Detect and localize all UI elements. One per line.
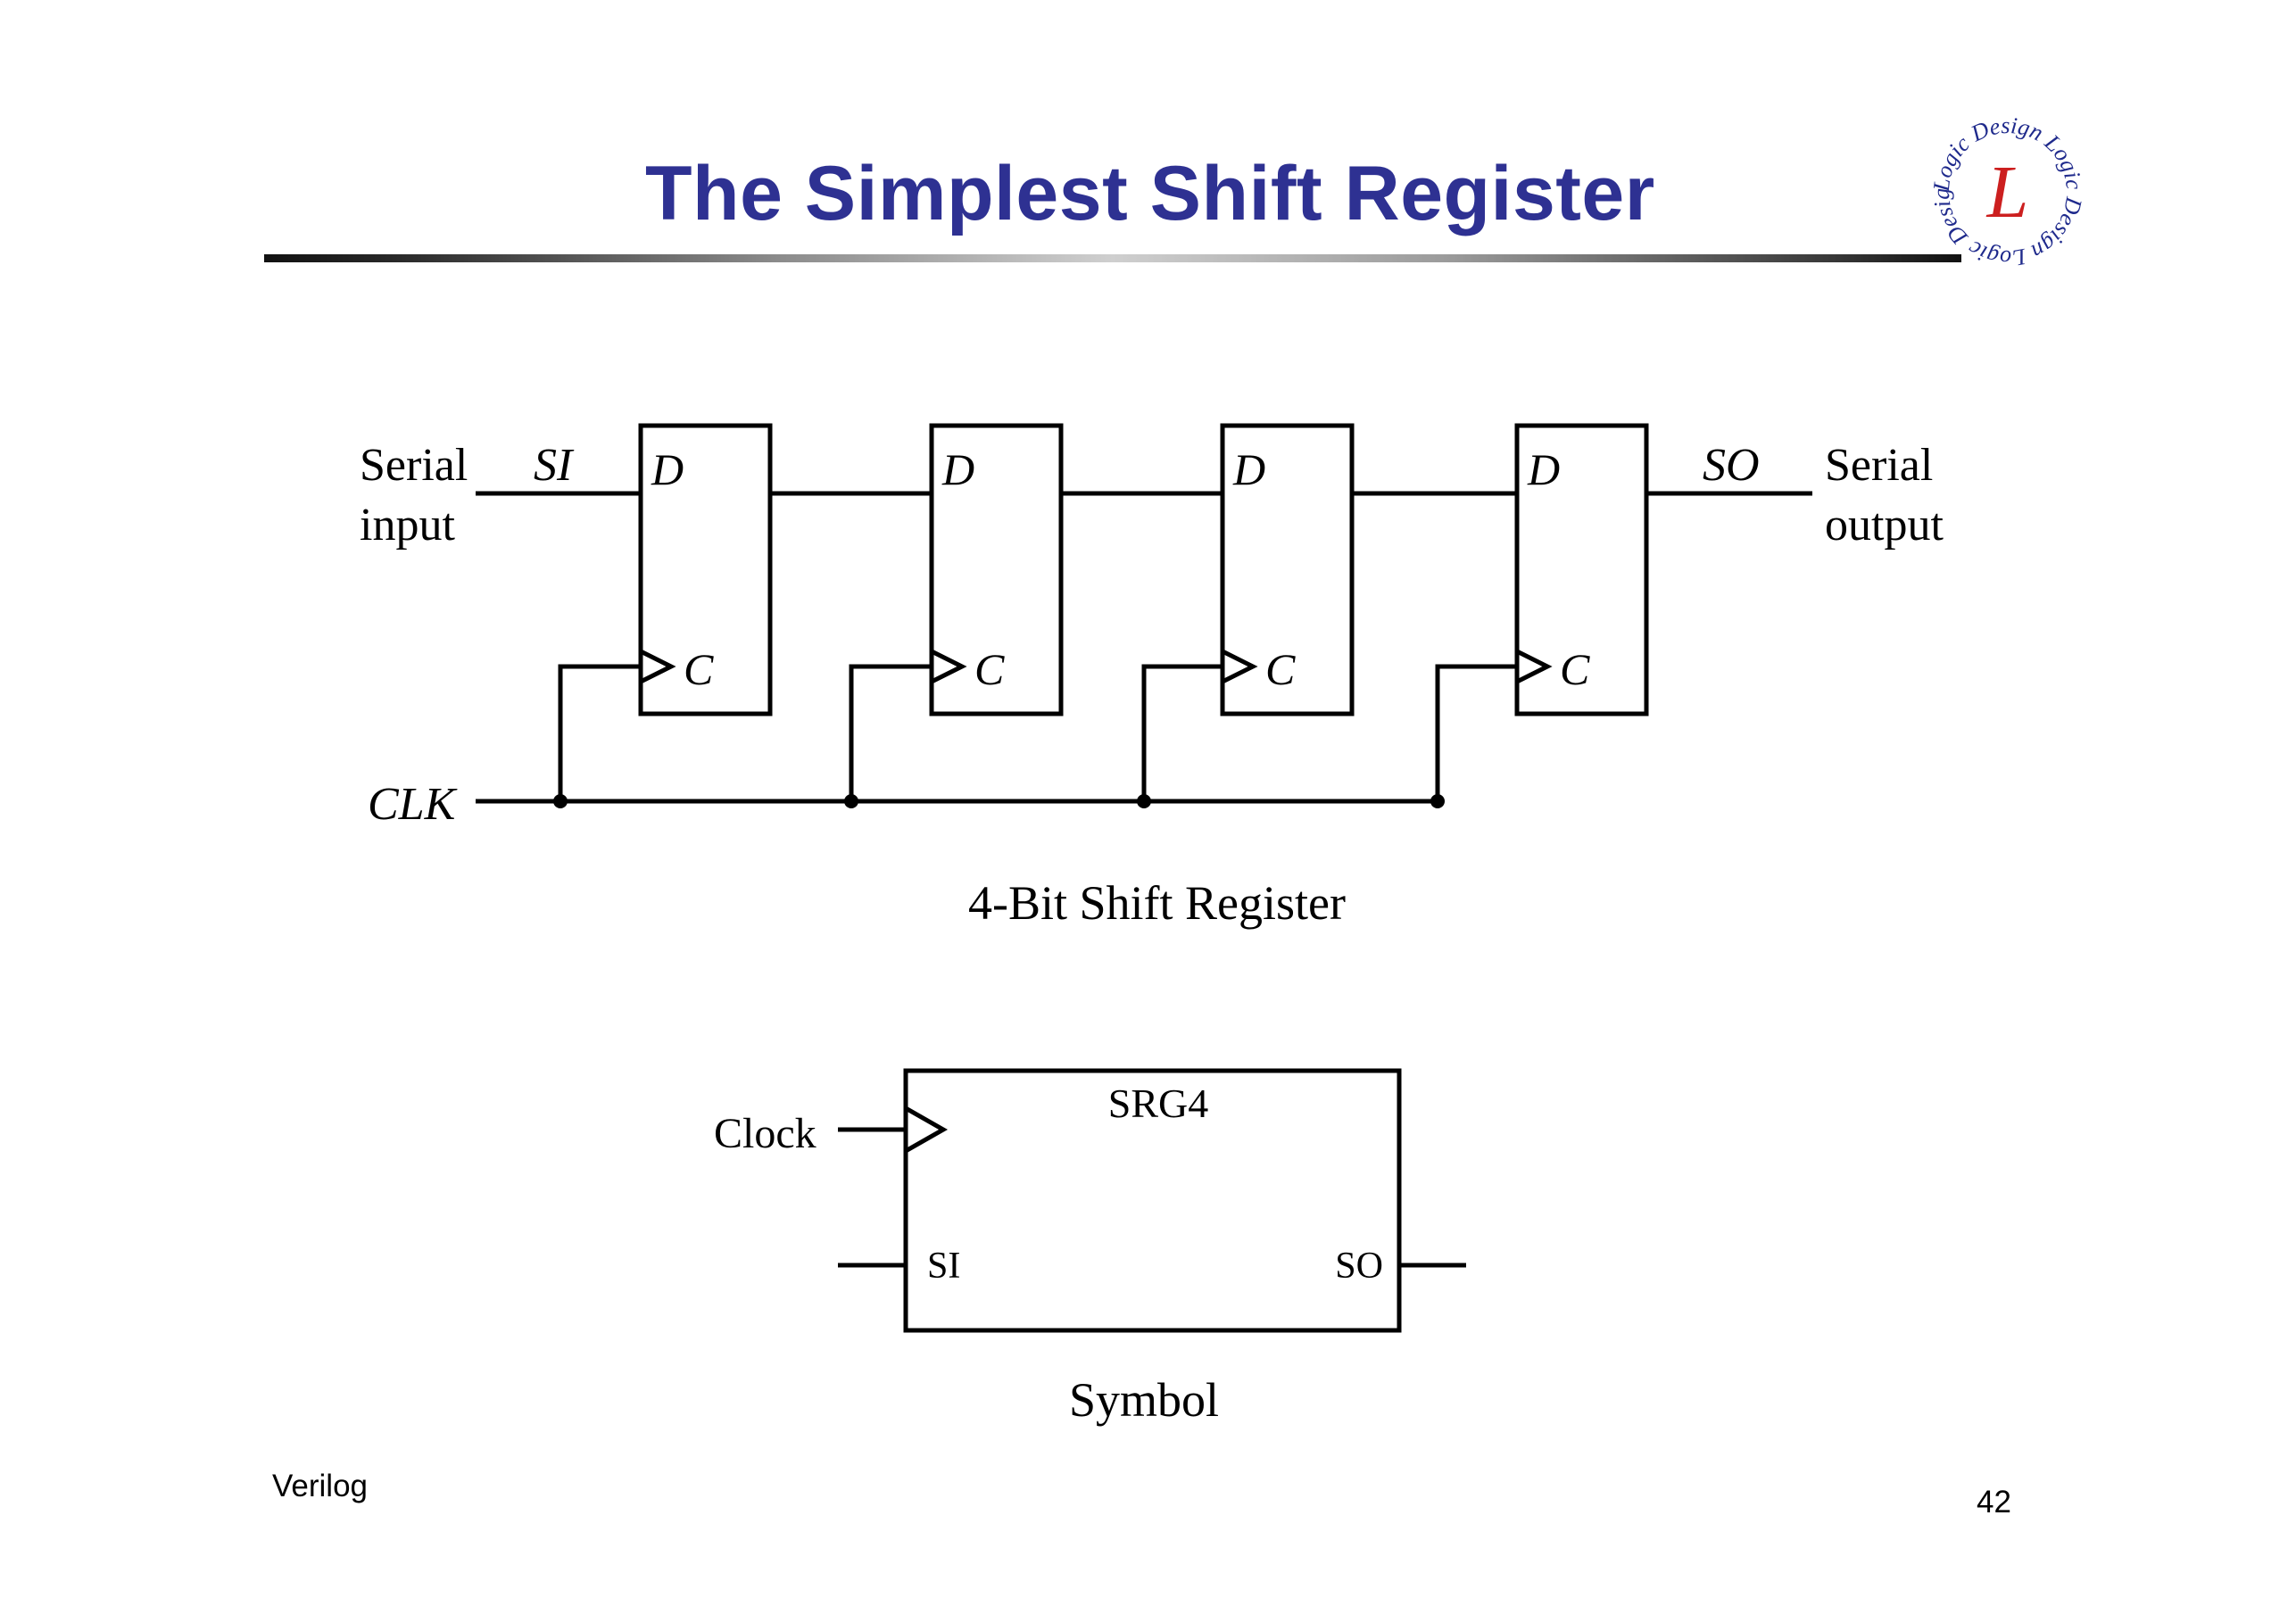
serial-output-label-line1: Serial: [1825, 440, 1933, 491]
junction-dot: [553, 794, 568, 808]
clock-edge-icon: [930, 649, 967, 684]
symbol-name: SRG4: [1108, 1081, 1208, 1126]
flip-flop-4: [1514, 423, 1649, 716]
junction-dot: [844, 794, 858, 808]
ff2-d-label: D: [941, 444, 974, 494]
clock-edge-icon: [1221, 649, 1258, 684]
serial-output-label-line2: output: [1825, 500, 1944, 551]
slide-title-text: The Simplest Shift Register: [645, 151, 1655, 236]
logic-design-logo-icon: Logic Design Logic Design Logic Design L: [1927, 112, 2087, 271]
logo-letter: L: [1986, 151, 2029, 234]
clock-edge-icon: [639, 649, 676, 684]
clock-tap-2: [849, 664, 932, 801]
flip-flop-2: [929, 423, 1064, 716]
junction-dot: [1137, 794, 1151, 808]
clock-edge-icon: [1515, 649, 1553, 684]
clk-signal-label: CLK: [368, 779, 458, 830]
srg4-symbol-box: [903, 1068, 1402, 1333]
title-divider: [264, 254, 1961, 262]
symbol-caption: Symbol: [1069, 1373, 1219, 1427]
si-signal-label: SI: [534, 440, 575, 491]
clock-tap-1: [558, 664, 641, 801]
clock-tap-4: [1435, 664, 1517, 801]
symbol-si-label: SI: [927, 1246, 960, 1287]
so-signal-label: SO: [1703, 440, 1760, 491]
serial-input-label-line1: Serial: [360, 440, 468, 491]
ff2-c-label: C: [974, 644, 1005, 694]
shift-register-caption: 4-Bit Shift Register: [968, 876, 1346, 930]
ff4-d-label: D: [1527, 444, 1560, 494]
flip-flop-1: [638, 423, 773, 716]
junction-dot: [1430, 794, 1445, 808]
ff4-c-label: C: [1560, 644, 1590, 694]
footer-course-label: Verilog: [272, 1469, 369, 1503]
symbol-clock-edge-icon: [904, 1105, 949, 1154]
page-number: 42: [1977, 1485, 2011, 1519]
ff1-c-label: C: [684, 644, 714, 694]
ff1-d-label: D: [651, 444, 684, 494]
ff3-d-label: D: [1232, 444, 1265, 494]
clock-tap-3: [1141, 664, 1223, 801]
symbol-clock-label: Clock: [714, 1110, 816, 1157]
serial-input-label-line2: input: [360, 500, 455, 551]
flip-flop-3: [1220, 423, 1355, 716]
ff3-c-label: C: [1265, 644, 1296, 694]
symbol-so-label: SO: [1335, 1246, 1383, 1287]
